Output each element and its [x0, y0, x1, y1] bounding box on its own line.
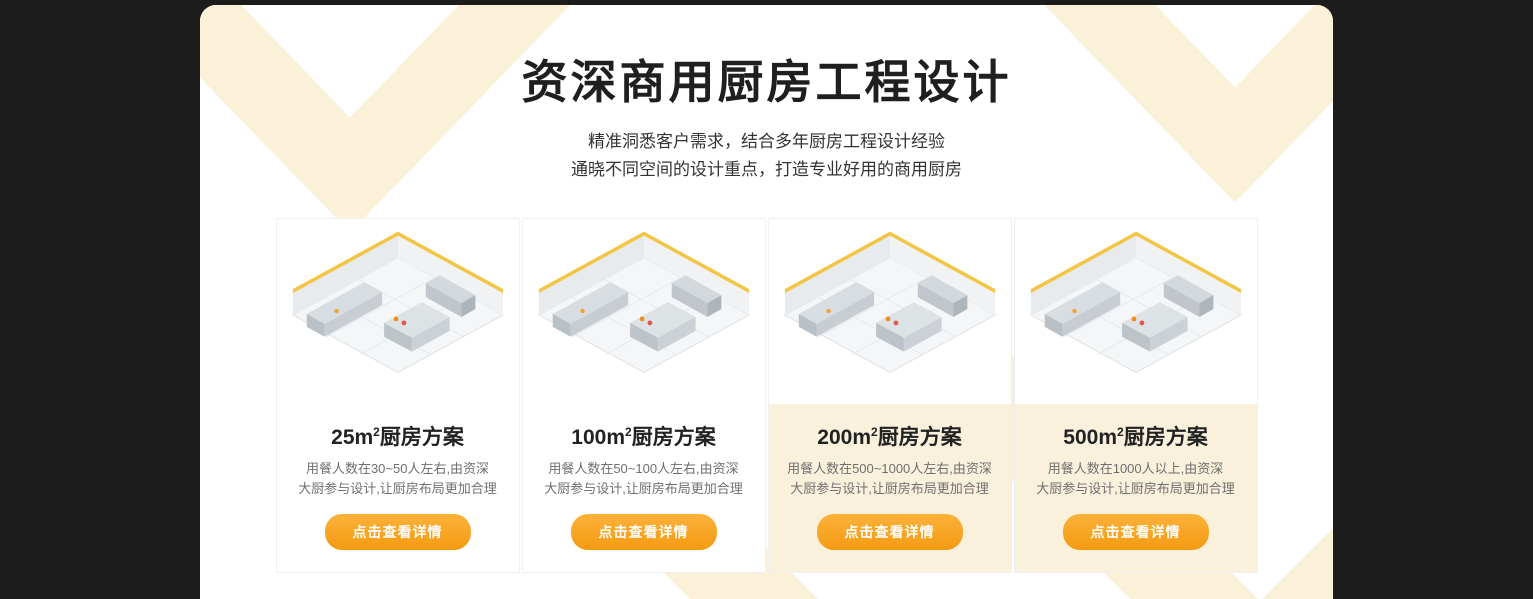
plan-title-superscript: 2 [871, 425, 878, 440]
plan-description-line2: 大厨参与设计,让厨房布局更加合理 [790, 481, 989, 497]
view-details-button[interactable]: 点击查看详情 [324, 514, 471, 551]
plan-title-suffix: 厨房方案 [631, 426, 716, 450]
plan-title-prefix: 25m [331, 426, 374, 450]
plan-description-line2: 大厨参与设计,让厨房布局更加合理 [298, 481, 497, 497]
section-content: 资深商用厨房工程设计 精准洞悉客户需求，结合多年厨房工程设计经验 通晓不同空间的… [200, 55, 1333, 574]
section-subtitle-line1: 精准洞悉客户需求，结合多年厨房工程设计经验 [588, 132, 945, 152]
plan-card-body: 25m2厨房方案 用餐人数在30~50人左右,由资深大厨参与设计,让厨房布局更加… [276, 404, 519, 573]
plan-description-line1: 用餐人数在30~50人左右,由资深 [305, 461, 490, 477]
plan-title-prefix: 500m [1063, 426, 1118, 450]
view-details-button[interactable]: 点击查看详情 [570, 514, 717, 551]
plan-description-line1: 用餐人数在500~1000人左右,由资深 [787, 461, 992, 477]
content-panel: 资深商用厨房工程设计 精准洞悉客户需求，结合多年厨房工程设计经验 通晓不同空间的… [200, 5, 1333, 599]
plan-description-line1: 用餐人数在50~100人左右,由资深 [548, 461, 739, 477]
plan-description-line1: 用餐人数在1000人以上,由资深 [1047, 461, 1224, 477]
plan-cards-row: 25m2厨房方案 用餐人数在30~50人左右,由资深大厨参与设计,让厨房布局更加… [200, 218, 1333, 574]
plan-title-superscript: 2 [625, 425, 632, 440]
plan-card-200m2: 200m2厨房方案 用餐人数在500~1000人左右,由资深大厨参与设计,让厨房… [767, 218, 1012, 574]
plan-description-line2: 大厨参与设计,让厨房布局更加合理 [544, 481, 743, 497]
kitchen-render-image [522, 219, 765, 405]
plan-description: 用餐人数在1000人以上,由资深大厨参与设计,让厨房布局更加合理 [1023, 459, 1249, 499]
plan-description: 用餐人数在30~50人左右,由资深大厨参与设计,让厨房布局更加合理 [285, 459, 511, 499]
plan-title: 500m2厨房方案 [1023, 419, 1249, 451]
kitchen-render-image [768, 219, 1011, 405]
plan-title-superscript: 2 [1117, 425, 1124, 440]
plan-title-superscript: 2 [373, 425, 380, 440]
section-title: 资深商用厨房工程设计 [521, 56, 1012, 108]
plan-description: 用餐人数在50~100人左右,由资深大厨参与设计,让厨房布局更加合理 [531, 459, 757, 499]
section-subtitle-line2: 通晓不同空间的设计重点，打造专业好用的商用厨房 [571, 160, 962, 180]
plan-title: 100m2厨房方案 [531, 419, 757, 451]
plan-title-prefix: 100m [571, 426, 626, 450]
plan-title-suffix: 厨房方案 [1123, 426, 1208, 450]
plan-description: 用餐人数在500~1000人左右,由资深大厨参与设计,让厨房布局更加合理 [777, 459, 1003, 499]
view-details-button[interactable]: 点击查看详情 [1062, 514, 1209, 551]
plan-title-suffix: 厨房方案 [877, 426, 962, 450]
plan-card-body: 100m2厨房方案 用餐人数在50~100人左右,由资深大厨参与设计,让厨房布局… [522, 404, 765, 573]
plan-card-500m2: 500m2厨房方案 用餐人数在1000人以上,由资深大厨参与设计,让厨房布局更加… [1013, 218, 1258, 574]
plan-title-suffix: 厨房方案 [379, 426, 464, 450]
view-details-button[interactable]: 点击查看详情 [816, 514, 963, 551]
plan-description-line2: 大厨参与设计,让厨房布局更加合理 [1036, 481, 1235, 497]
plan-card-25m2: 25m2厨房方案 用餐人数在30~50人左右,由资深大厨参与设计,让厨房布局更加… [275, 218, 520, 574]
kitchen-render-image [276, 219, 519, 405]
kitchen-render-image [1014, 219, 1257, 405]
plan-card-body: 500m2厨房方案 用餐人数在1000人以上,由资深大厨参与设计,让厨房布局更加… [1014, 404, 1257, 573]
plan-title: 200m2厨房方案 [777, 419, 1003, 451]
plan-card-body: 200m2厨房方案 用餐人数在500~1000人左右,由资深大厨参与设计,让厨房… [768, 404, 1011, 573]
plan-title: 25m2厨房方案 [285, 419, 511, 451]
plan-title-prefix: 200m [817, 426, 872, 450]
plan-card-100m2: 100m2厨房方案 用餐人数在50~100人左右,由资深大厨参与设计,让厨房布局… [521, 218, 766, 574]
